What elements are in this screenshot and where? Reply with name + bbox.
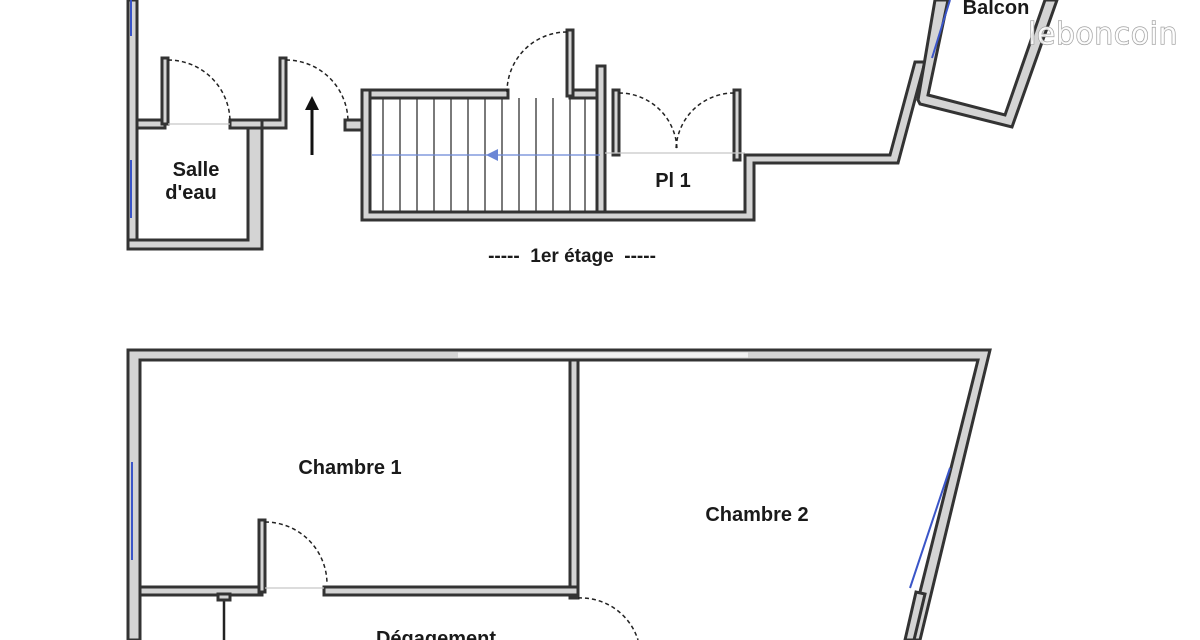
salle-eau-top-wall-right	[228, 118, 264, 130]
salle-eau-door-jamb	[160, 56, 170, 126]
label-salle-eau-2: d'eau	[165, 182, 216, 204]
corridor-door-arc	[285, 59, 349, 123]
lower-outer-walls	[126, 348, 992, 640]
label-balcon: Balcon	[963, 0, 1030, 19]
balcon-walls	[916, 0, 1059, 129]
stair-door-arc	[506, 31, 568, 93]
stair-top-wall	[368, 88, 510, 100]
salle-eau-top-wall-left	[135, 118, 167, 130]
floor-level-label: ----- 1er étage -----	[488, 246, 656, 267]
pl1-door-arc-left	[618, 92, 678, 152]
chambre2-lower-right-wall	[903, 590, 927, 640]
stair-outer-walls	[360, 60, 927, 222]
stair-direction-arrow-icon	[372, 149, 600, 161]
pl1-door-arc-right	[675, 92, 735, 152]
degagement-top-wall	[322, 585, 580, 597]
label-chambre1: Chambre 1	[298, 457, 401, 479]
chambre1-door-jamb	[257, 518, 267, 594]
degagement-left-wall	[216, 592, 232, 602]
pl1-right-jamb	[732, 88, 742, 162]
chambre2-window	[909, 467, 951, 589]
lower-floor-plan	[126, 348, 992, 640]
label-salle-eau-1: Salle	[173, 159, 220, 181]
salle-eau-door-arc	[167, 59, 231, 123]
up-arrow-icon	[305, 96, 319, 155]
pl1-left-jamb	[611, 88, 621, 157]
label-pl1: Pl 1	[655, 170, 691, 192]
label-chambre2: Chambre 2	[705, 504, 808, 526]
chambre1-door-arc	[264, 521, 328, 585]
stair-door-jamb	[565, 28, 575, 98]
chambre1-bottom-wall	[138, 585, 264, 597]
watermark-logo: leboncoin	[1028, 17, 1178, 52]
label-degagement: Dégagement	[376, 628, 496, 640]
chambres-divider-wall	[568, 358, 580, 600]
salle-eau-walls	[126, 123, 264, 251]
stair-right-divider	[595, 64, 607, 214]
chambre2-door-arc	[577, 597, 639, 640]
balcon-window	[931, 0, 951, 59]
upper-floor-plan	[126, 0, 1059, 251]
corridor-door-jamb	[260, 56, 288, 130]
